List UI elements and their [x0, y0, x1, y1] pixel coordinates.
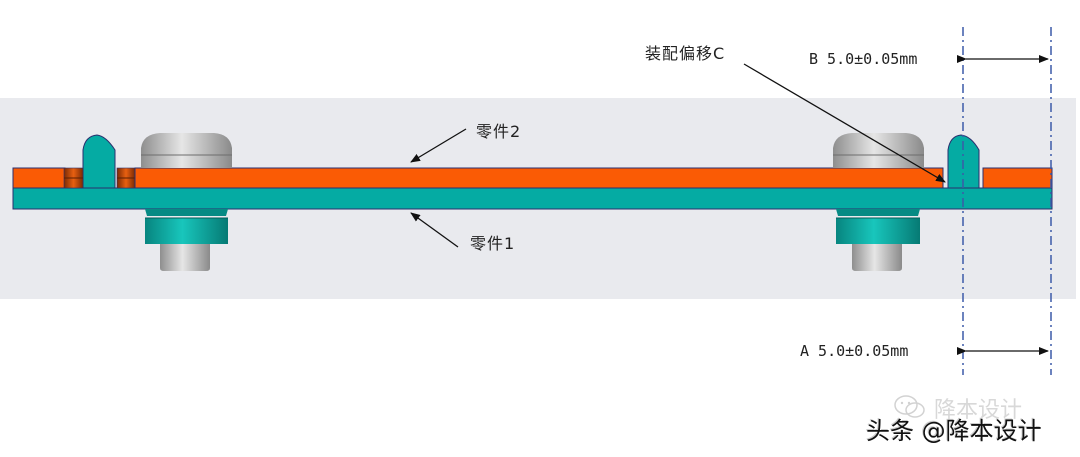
leader-offset [743, 63, 946, 183]
assembly-offset-label: 装配偏移C [645, 44, 726, 63]
leader-part2 [410, 128, 467, 163]
part1-label: 零件1 [470, 234, 516, 253]
leader-part1 [410, 212, 459, 248]
part2-plate [12, 167, 1053, 189]
dimension-a-label: A 5.0±0.05mm [800, 342, 909, 360]
dimension-b-label: B 5.0±0.05mm [809, 50, 918, 68]
right-screw [833, 133, 924, 271]
wechat-icon [894, 395, 925, 418]
watermark-back: 降本设计 [934, 398, 1023, 423]
watermark-front: 头条 @降本设计 [866, 417, 1042, 445]
left-screw [141, 133, 232, 271]
part2-label: 零件2 [476, 122, 522, 141]
